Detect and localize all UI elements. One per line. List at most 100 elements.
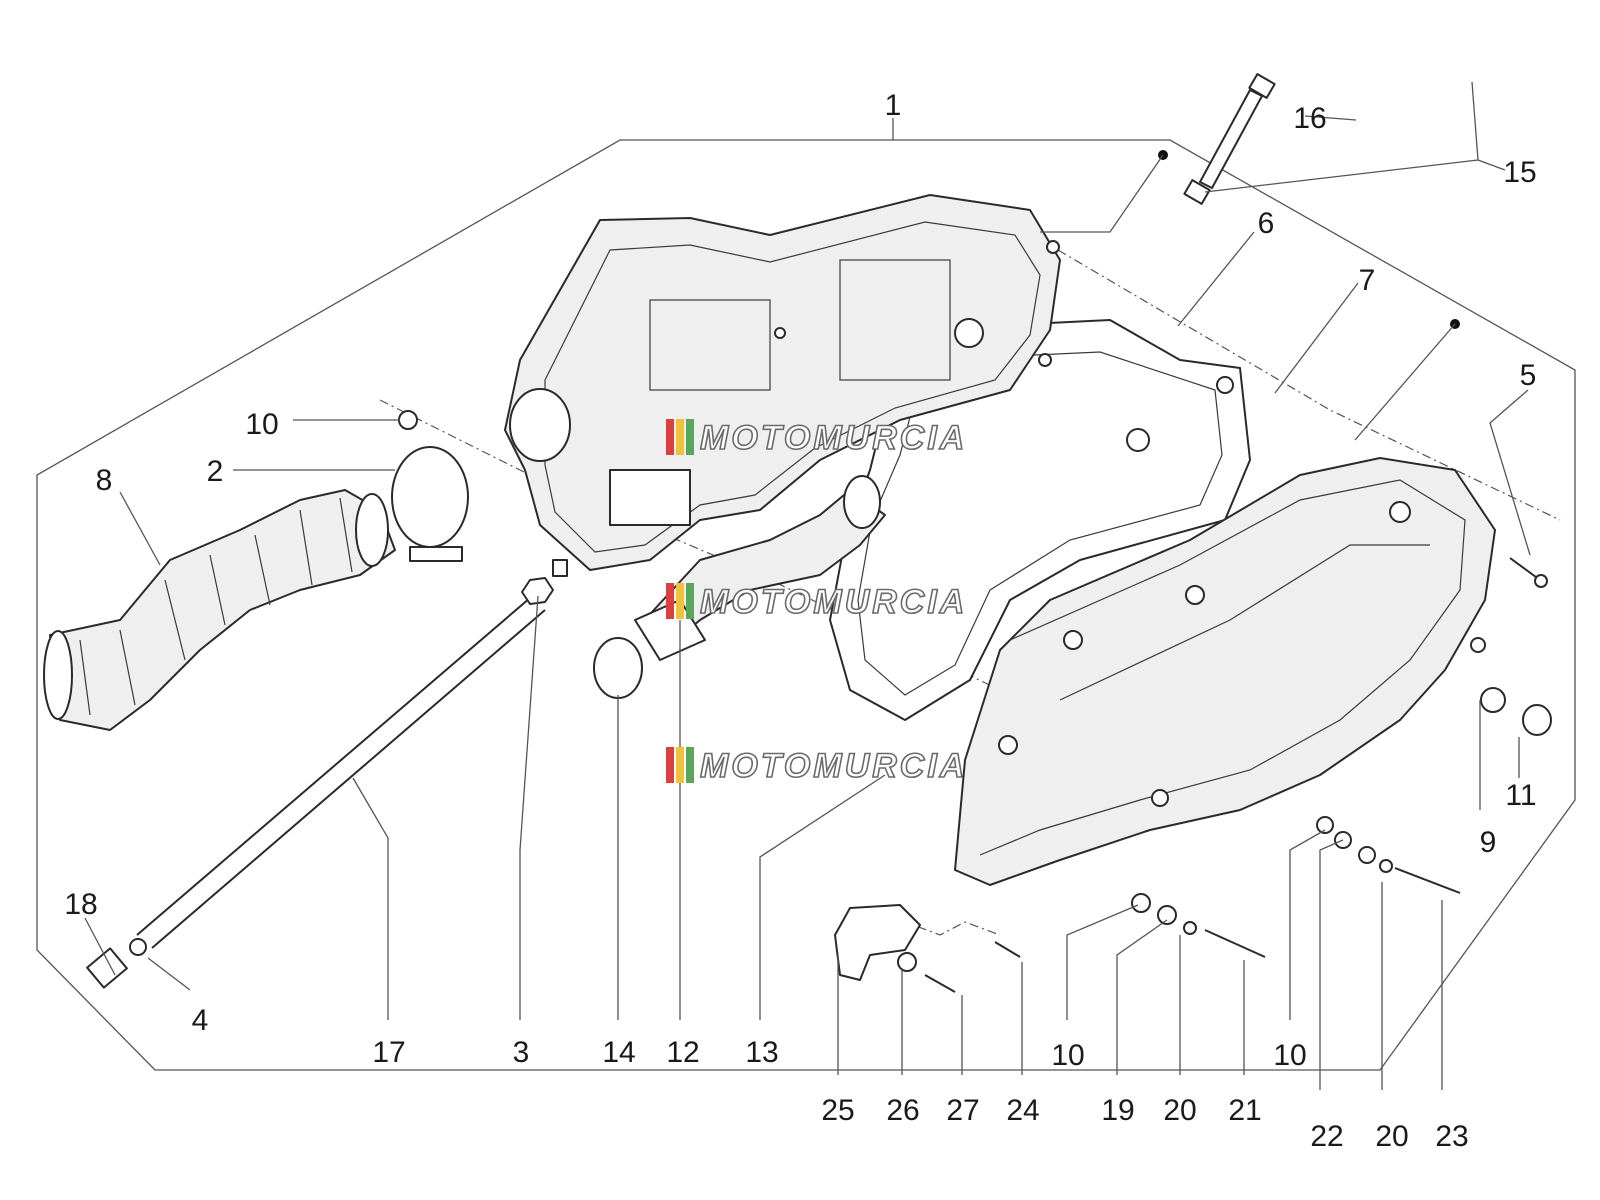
callout-17: 17 — [372, 1036, 405, 1069]
callout-19: 19 — [1101, 1094, 1134, 1127]
callout-26: 26 — [886, 1094, 919, 1127]
callout-12: 12 — [666, 1036, 699, 1069]
leader-line — [352, 777, 389, 1020]
screw-part — [924, 974, 956, 993]
callout-21: 21 — [1228, 1094, 1261, 1127]
watermark-stripe — [666, 419, 674, 455]
airbox-boss — [954, 318, 984, 348]
airbox-rib — [649, 299, 771, 391]
callout-22: 22 — [1310, 1120, 1343, 1153]
intake-hose-end — [355, 493, 389, 567]
small-clamp-part — [593, 637, 643, 699]
screw-part — [994, 941, 1021, 958]
assembly-outline — [36, 139, 1576, 1071]
airbox-boss — [774, 327, 786, 339]
leader-line — [1066, 904, 1139, 1020]
watermark-stripe — [666, 747, 674, 783]
washer-part — [897, 952, 917, 972]
callout-10-right: 10 — [1273, 1039, 1306, 1072]
washer-part — [1379, 859, 1393, 873]
watermark: MOTOMURCIA — [666, 746, 967, 786]
watermark-text: MOTOMURCIA — [700, 419, 967, 457]
callout-5: 5 — [1520, 359, 1537, 392]
cap-part — [1522, 704, 1552, 736]
callout-13: 13 — [745, 1036, 778, 1069]
watermark-text: MOTOMURCIA — [700, 747, 967, 785]
watermark-stripe — [686, 419, 694, 455]
screw-part — [1509, 557, 1541, 581]
leader-line — [1040, 154, 1164, 233]
watermark-stripe — [686, 583, 694, 619]
filter-cover-hole — [1063, 630, 1083, 650]
washer-part — [1131, 893, 1151, 913]
drain-pipe-part — [136, 597, 531, 936]
callout-20-center: 20 — [1163, 1094, 1196, 1127]
inlet-duct-mouth — [843, 475, 881, 529]
airbox-boss — [1046, 240, 1060, 254]
bolt-part — [1204, 929, 1266, 958]
hex-nut-part — [521, 577, 554, 605]
filter-cover-ridge — [979, 479, 1466, 856]
hose-clamp-part — [391, 446, 469, 548]
leader-line — [519, 595, 539, 1020]
gasket-hole — [1216, 376, 1234, 394]
callout-25: 25 — [821, 1094, 854, 1127]
callout-10-center: 10 — [1051, 1039, 1084, 1072]
leader-line — [1489, 389, 1531, 556]
airbox-boss — [1038, 353, 1052, 367]
intake-hose-ribs — [79, 497, 353, 716]
watermark-stripe — [676, 583, 684, 619]
airbox-rib — [839, 259, 951, 381]
breather-tube-part — [1199, 89, 1263, 189]
tube-clamp-part — [1248, 73, 1276, 99]
screw-head-part — [1534, 574, 1548, 588]
drain-pipe-part — [151, 609, 546, 949]
spring-clip-part — [129, 938, 147, 956]
leader-line — [759, 774, 886, 1020]
watermark-stripe — [676, 747, 684, 783]
callout-16: 16 — [1293, 102, 1326, 135]
watermark: MOTOMURCIA — [666, 418, 967, 458]
leader-line — [119, 491, 161, 566]
leader-line — [1319, 839, 1344, 1090]
filter-cover-hole — [1389, 501, 1411, 523]
filter-cover-part — [954, 457, 1496, 886]
callout-11: 11 — [1505, 779, 1536, 812]
callout-20-right: 20 — [1375, 1120, 1408, 1153]
filter-cover-hole — [1185, 585, 1205, 605]
callout-6: 6 — [1258, 207, 1275, 240]
leader-line — [1204, 159, 1479, 193]
stud-part — [552, 559, 568, 577]
filter-cover-hole — [998, 735, 1018, 755]
leader-line — [1116, 919, 1168, 1075]
intake-hose-part — [49, 489, 396, 731]
bracket-part — [834, 904, 921, 981]
airbox-rim — [544, 221, 1041, 553]
washer-part — [398, 410, 418, 430]
airbox-bracket — [609, 469, 691, 526]
callout-18: 18 — [64, 888, 97, 921]
callout-15: 15 — [1503, 156, 1536, 189]
leader-line — [147, 957, 191, 991]
watermark: MOTOMURCIA — [666, 582, 965, 622]
tube-clamp-part — [1183, 179, 1211, 205]
callout-8: 8 — [96, 464, 113, 497]
callout-10-top: 10 — [245, 408, 278, 441]
watermark-stripe — [666, 583, 674, 619]
leader-line — [1354, 323, 1456, 441]
bolt-part — [1394, 867, 1461, 894]
filter-cover-hole — [1151, 789, 1169, 807]
callout-7: 7 — [1359, 264, 1376, 297]
watermark-stripe — [686, 747, 694, 783]
callout-23: 23 — [1435, 1120, 1468, 1153]
callout-24: 24 — [1006, 1094, 1039, 1127]
washer-part — [1358, 846, 1376, 864]
callout-27: 27 — [946, 1094, 979, 1127]
callout-3: 3 — [513, 1036, 530, 1069]
washer-part — [1157, 905, 1177, 925]
washer-part — [1316, 816, 1334, 834]
intake-hose-end — [43, 630, 73, 720]
leader-line — [1471, 81, 1506, 171]
gasket-hole — [1126, 428, 1150, 452]
